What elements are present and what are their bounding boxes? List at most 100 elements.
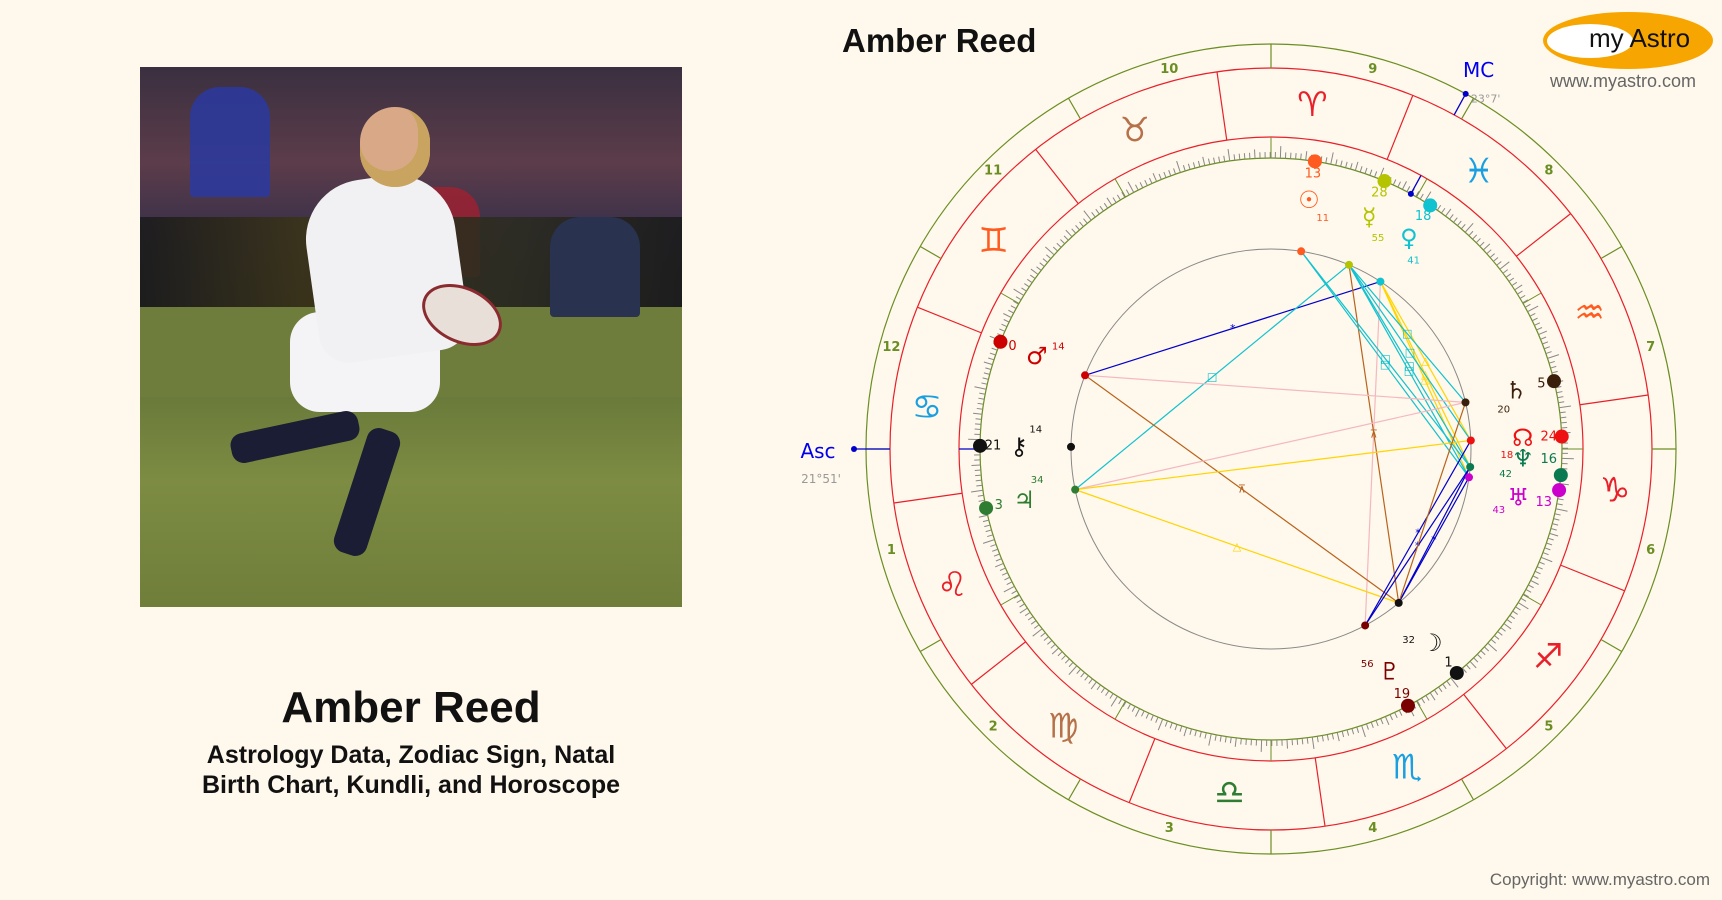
mars-degree: 0 — [1008, 339, 1016, 354]
degree-tick — [1475, 238, 1481, 244]
degree-tick — [1457, 220, 1462, 226]
degree-tick — [1361, 725, 1366, 738]
node-position-dot — [1554, 429, 1569, 444]
degree-tick — [1551, 370, 1558, 374]
aspect-line-pluto-node — [1364, 440, 1472, 626]
degree-tick — [1547, 537, 1554, 541]
jupiter-minutes: 34 — [1031, 475, 1044, 486]
aspect-line-sun-neptune — [1300, 250, 1471, 468]
chart-title: Amber Reed — [842, 22, 1037, 59]
degree-tick — [1394, 712, 1398, 719]
degree-tick — [1341, 731, 1345, 738]
degree-tick — [1392, 179, 1397, 186]
aspect-line-mercury-neptune — [1348, 264, 1471, 468]
degree-tick — [1013, 594, 1020, 599]
aspect-line-moon-uranus — [1398, 476, 1470, 604]
asc-degree: 21°51' — [801, 472, 841, 486]
aspect-line-mercury-saturn — [1348, 264, 1466, 403]
degree-tick — [1139, 182, 1144, 189]
subtitle-line-2: Birth Chart, Kundli, and Horoscope — [201, 771, 621, 799]
degree-tick — [976, 484, 983, 487]
degree-tick — [1531, 317, 1538, 322]
aspect-symbol: □ — [1404, 365, 1414, 378]
degree-tick — [1013, 300, 1019, 305]
chiron-degree: 21 — [985, 438, 1002, 453]
site-url[interactable]: www.myastro.com — [1550, 71, 1697, 91]
myastro-logo[interactable]: my Astro — [1543, 12, 1713, 69]
aspect-symbol: ⊼ — [1238, 483, 1246, 496]
house-cusp-inner-line — [1000, 292, 1020, 304]
uranus-position-dot — [1552, 483, 1567, 498]
degree-tick — [1340, 160, 1343, 167]
aspect-line-moon-neptune — [1398, 466, 1471, 604]
degree-tick — [1536, 327, 1543, 331]
degree-tick — [1397, 181, 1401, 188]
degree-tick — [1076, 668, 1082, 674]
degree-tick — [1497, 631, 1503, 636]
degree-tick — [1321, 735, 1324, 742]
degree-tick — [1544, 346, 1550, 350]
degree-tick — [1517, 602, 1529, 610]
degree-tick — [1550, 527, 1557, 531]
venus-aspect-dot — [1376, 277, 1385, 286]
degree-tick — [1425, 695, 1430, 701]
degree-tick — [1547, 354, 1560, 359]
degree-tick — [1208, 158, 1211, 165]
degree-tick — [1060, 239, 1066, 245]
degree-tick — [1091, 211, 1096, 218]
house-cusp-inner-line — [1416, 178, 1428, 198]
degree-tick — [1145, 712, 1150, 719]
degree-tick — [1301, 738, 1304, 745]
degree-tick — [1416, 700, 1421, 707]
degree-tick — [1331, 733, 1334, 740]
moon-minutes: 32 — [1402, 635, 1415, 646]
sign-boundary-line — [1035, 149, 1079, 205]
uranus-aspect-dot — [1464, 473, 1473, 482]
degree-tick — [1480, 650, 1486, 656]
degree-tick — [992, 548, 998, 552]
degree-tick — [1505, 273, 1512, 278]
degree-tick — [1044, 246, 1055, 256]
degree-tick — [1245, 738, 1247, 745]
neptune-icon: ♆ — [1512, 444, 1534, 472]
degree-tick — [1380, 718, 1384, 725]
degree-tick — [1096, 684, 1101, 691]
degree-tick — [1446, 680, 1451, 687]
degree-tick — [1345, 161, 1348, 168]
degree-tick — [1479, 241, 1485, 247]
degree-tick — [1068, 665, 1078, 676]
degree-tick — [1336, 732, 1340, 742]
degree-tick — [1449, 214, 1454, 220]
degree-tick — [1335, 159, 1338, 166]
degree-tick — [1465, 664, 1471, 670]
degree-tick — [1545, 351, 1552, 355]
sign-boundary-line — [1128, 738, 1156, 803]
degree-tick — [1088, 678, 1093, 684]
house-cusp-inner-line — [1416, 700, 1428, 720]
aspect-symbol: △ — [1233, 540, 1242, 553]
house-number: 9 — [1368, 62, 1377, 77]
degree-tick — [999, 328, 1006, 332]
degree-tick — [978, 397, 985, 400]
degree-tick — [1532, 575, 1539, 579]
degree-tick — [1508, 277, 1515, 282]
degree-tick — [1523, 593, 1529, 598]
zodiac-inner-circle — [958, 136, 1584, 762]
degree-tick — [1559, 411, 1566, 414]
aries-sign-icon: ♈ — [1297, 85, 1327, 125]
aspect-symbol: □ — [1402, 327, 1412, 340]
degree-tick — [1484, 646, 1490, 652]
degree-tick — [1557, 498, 1564, 501]
mercury-minutes: 55 — [1372, 233, 1385, 244]
degree-tick — [1068, 662, 1074, 668]
degree-tick — [995, 558, 1002, 562]
house-cusp-line — [919, 245, 942, 260]
mc-degree: 23°7' — [1471, 92, 1501, 105]
degree-tick — [1010, 305, 1017, 310]
degree-tick — [1150, 714, 1154, 721]
aspect-circle — [1070, 248, 1472, 650]
aspect-line-mars-saturn — [1085, 374, 1466, 403]
degree-tick — [1218, 156, 1221, 163]
house-number: 5 — [1544, 719, 1553, 734]
degree-tick — [1365, 723, 1369, 730]
